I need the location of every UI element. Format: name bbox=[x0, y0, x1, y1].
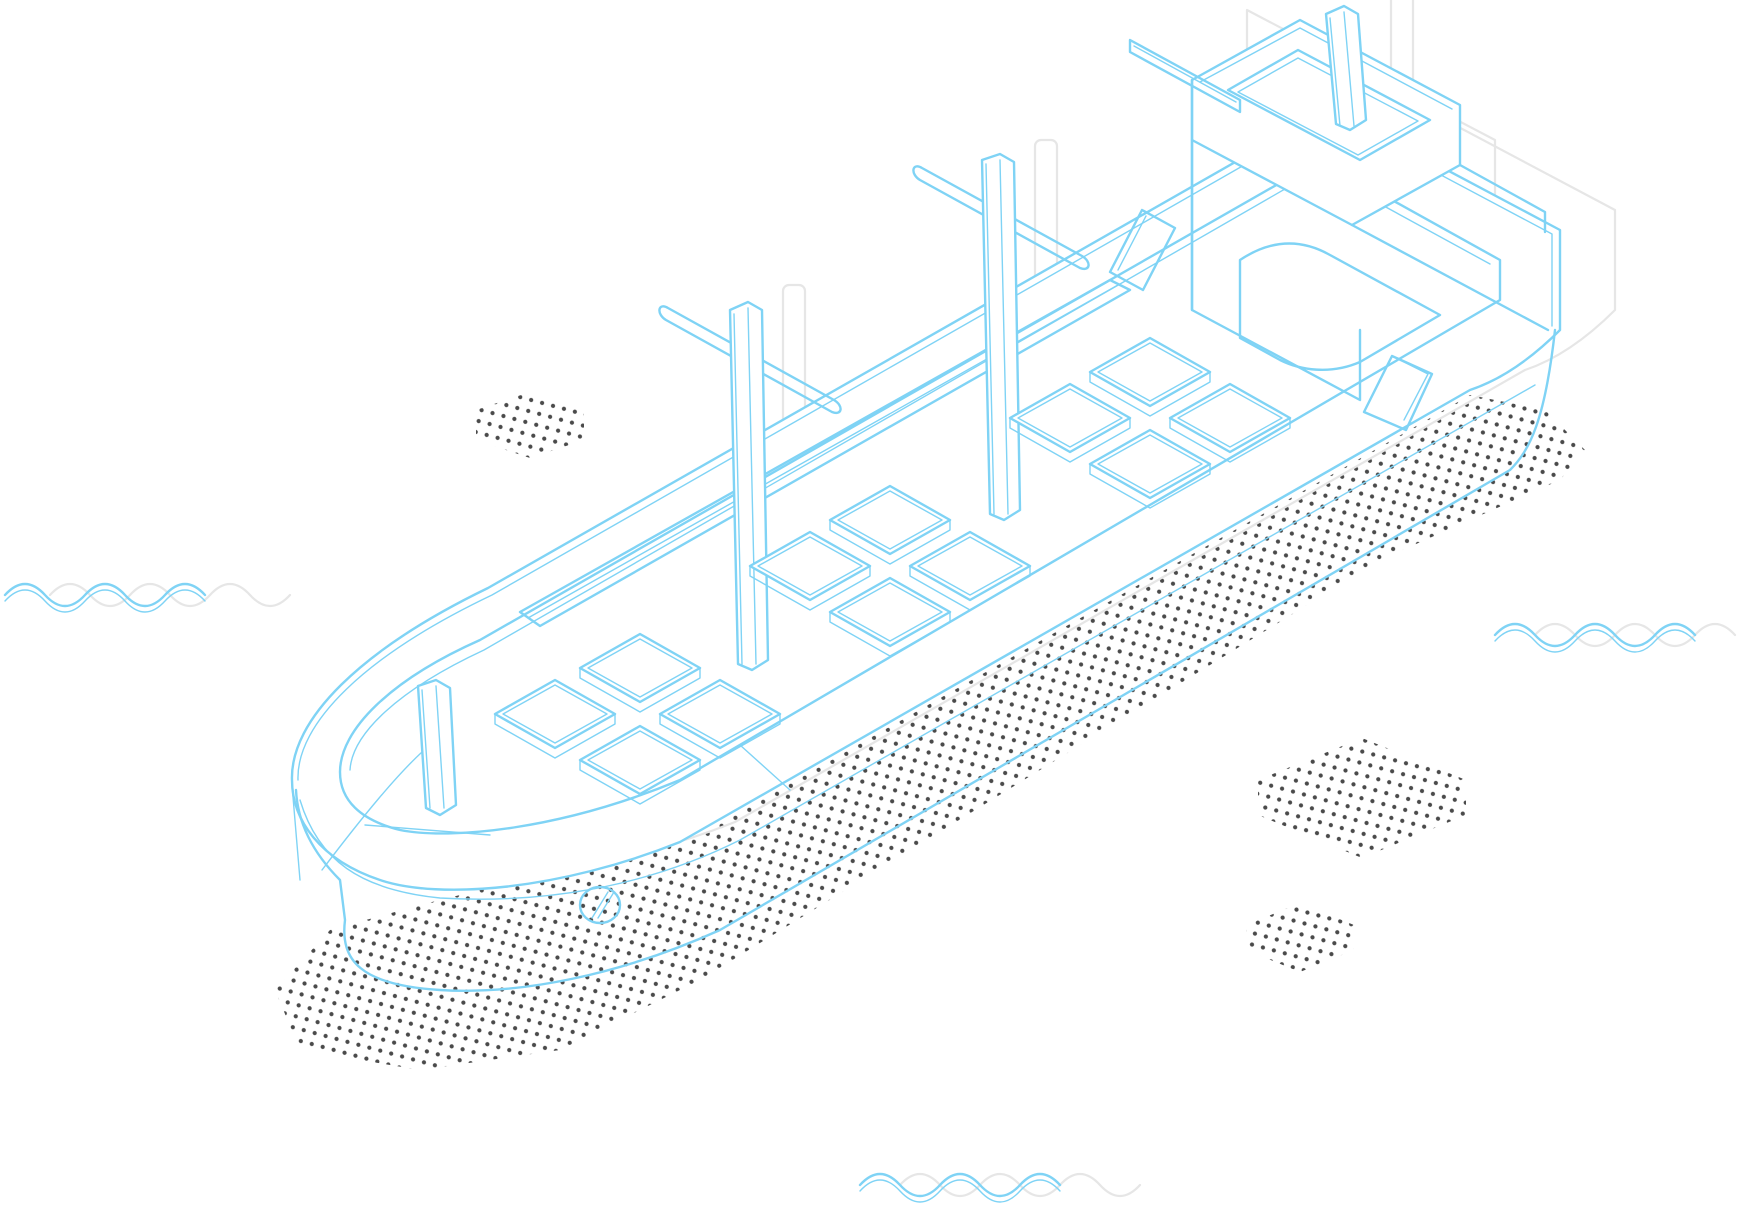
wave-left bbox=[3, 582, 292, 613]
mast-aft bbox=[1324, 4, 1368, 132]
ship-bridge bbox=[1128, 18, 1550, 432]
dot-patch-right-small bbox=[1246, 903, 1354, 972]
waves bbox=[3, 582, 1737, 1203]
ship-deck bbox=[338, 158, 1502, 836]
mast-bow bbox=[416, 678, 458, 817]
ship bbox=[290, 4, 1562, 992]
dot-patch-right-large bbox=[1258, 738, 1466, 858]
mast-fore bbox=[658, 300, 842, 672]
dot-patch-left bbox=[476, 392, 584, 458]
wave-right bbox=[1493, 622, 1737, 653]
hatch-group-aft bbox=[1008, 336, 1292, 509]
wave-bottom bbox=[858, 1172, 1142, 1203]
anchor-icon bbox=[578, 885, 622, 925]
masts bbox=[416, 4, 1368, 817]
hatch-group-mid bbox=[748, 484, 1032, 657]
hatch-group-fore bbox=[493, 632, 782, 805]
cargo-hatches bbox=[493, 336, 1292, 805]
ship-side-rail bbox=[518, 208, 1177, 628]
